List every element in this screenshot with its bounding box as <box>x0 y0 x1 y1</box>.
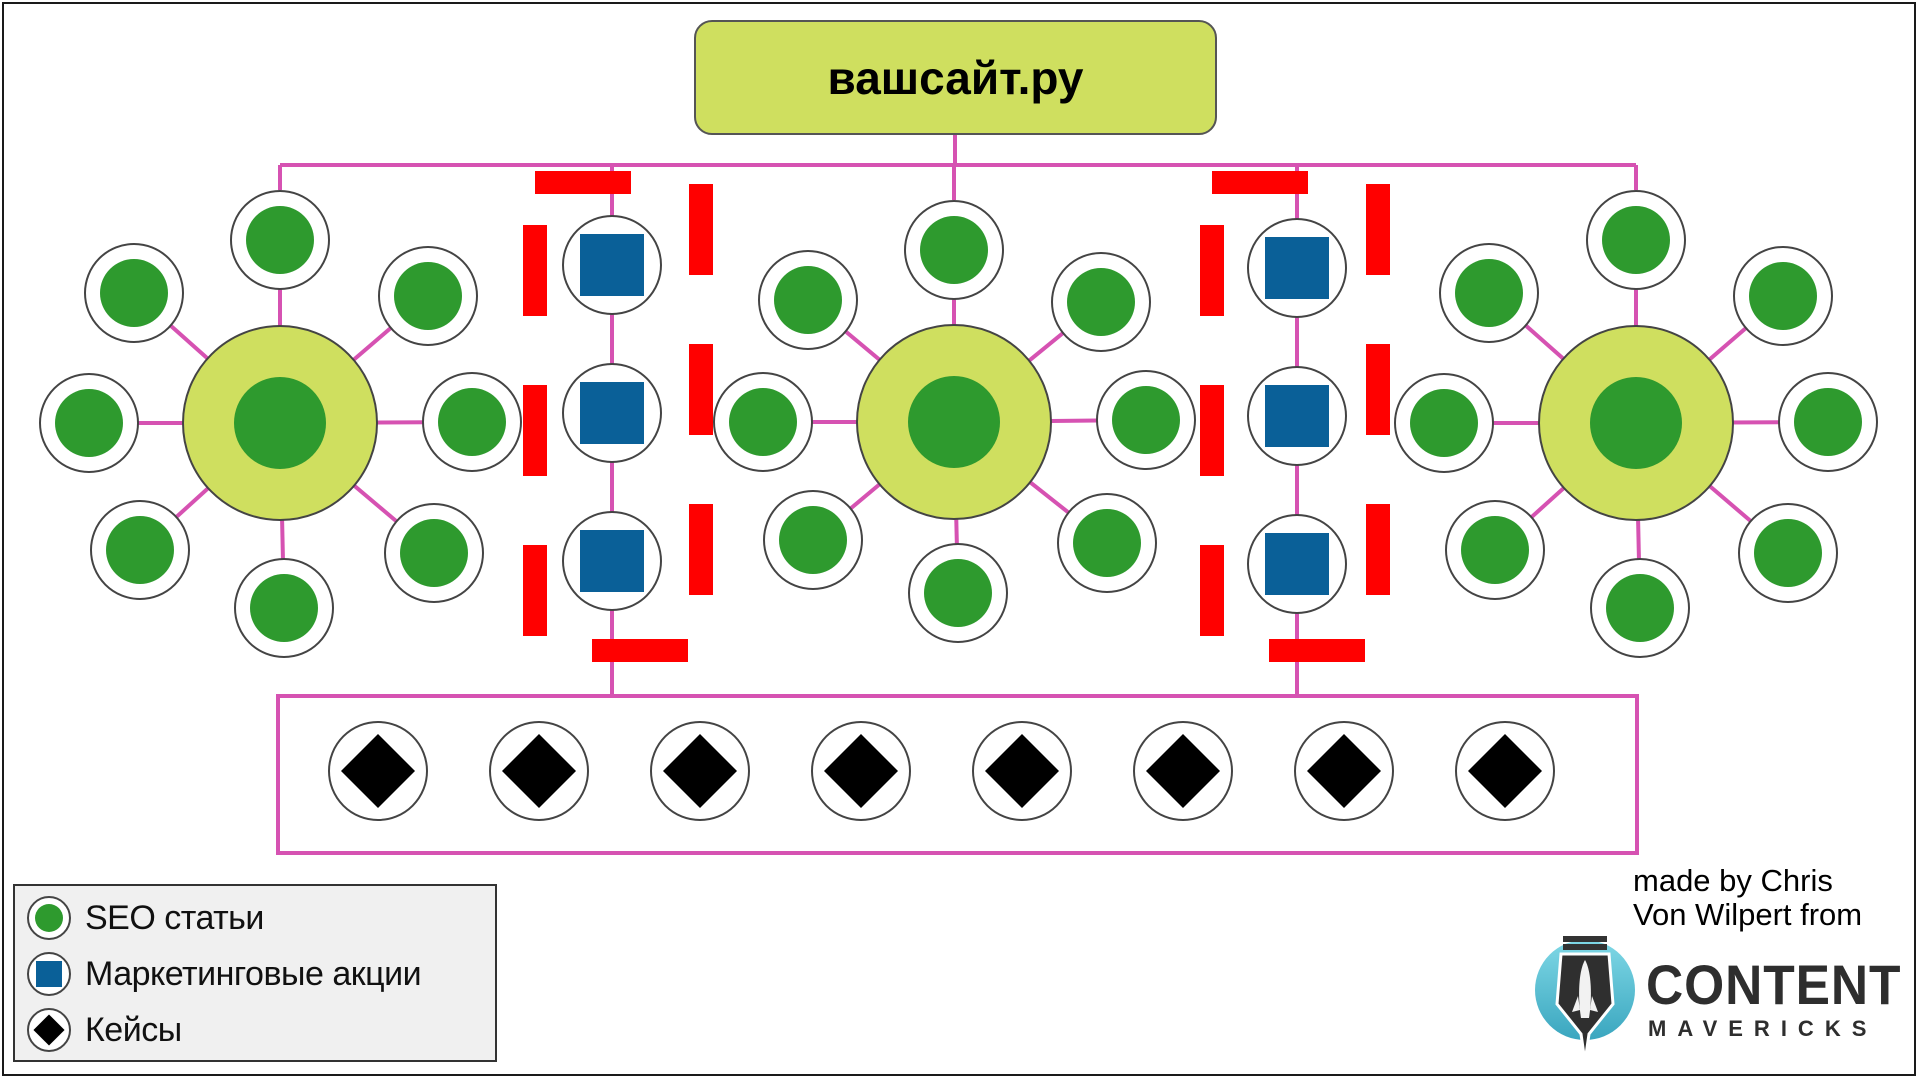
red-dash <box>1269 639 1365 662</box>
red-dash <box>1200 225 1224 316</box>
blue-square-icon <box>1265 533 1329 595</box>
legend: SEO статьи Маркетинговые акции Кейсы <box>13 884 497 1062</box>
credit-line-1: made by Chris <box>1633 863 1833 898</box>
green-circle-icon <box>27 896 71 940</box>
green-circle-icon <box>1754 519 1822 587</box>
red-dash <box>535 171 631 194</box>
black-diamond-icon <box>1307 734 1381 808</box>
black-diamond-icon <box>341 734 415 808</box>
red-dash <box>1366 184 1390 275</box>
cases-container <box>276 694 1639 855</box>
red-dash <box>1200 545 1224 636</box>
green-circle-icon <box>779 506 847 574</box>
green-circle-icon <box>438 388 506 456</box>
fountain-pen-rocket-icon <box>1535 936 1635 1063</box>
site-title: вашсайт.ру <box>827 51 1084 104</box>
red-dash <box>523 545 547 636</box>
green-circle-icon <box>908 376 1000 468</box>
green-circle-icon <box>400 519 468 587</box>
green-circle-icon <box>1112 386 1180 454</box>
site-root-node: вашсайт.ру <box>694 20 1217 135</box>
black-diamond-icon <box>502 734 576 808</box>
green-circle-icon <box>100 259 168 327</box>
black-diamond-icon <box>663 734 737 808</box>
green-circle-icon <box>920 216 988 284</box>
red-dash <box>689 504 713 595</box>
black-diamond-icon <box>1146 734 1220 808</box>
green-circle-icon <box>1590 377 1682 469</box>
red-dash <box>523 225 547 316</box>
legend-item-marketing: Маркетинговые акции <box>27 948 422 1000</box>
green-circle-icon <box>234 377 326 469</box>
legend-item-cases: Кейсы <box>27 1004 182 1056</box>
red-dash <box>592 639 688 662</box>
green-circle-icon <box>774 266 842 334</box>
green-circle-icon <box>1410 389 1478 457</box>
green-circle-icon <box>1073 509 1141 577</box>
credit-line-2: Von Wilpert from <box>1633 897 1863 932</box>
legend-label: SEO статьи <box>85 898 264 937</box>
logo-word-mavericks: MAVERICKS <box>1648 1016 1878 1041</box>
legend-label: Кейсы <box>85 1010 182 1049</box>
red-dash <box>689 184 713 275</box>
green-circle-icon <box>1794 388 1862 456</box>
blue-square-icon <box>580 382 644 444</box>
blue-square-icon <box>580 530 644 592</box>
green-circle-icon <box>250 574 318 642</box>
green-circle-icon <box>1606 574 1674 642</box>
red-dash <box>523 385 547 476</box>
green-circle-icon <box>55 389 123 457</box>
black-diamond-icon <box>824 734 898 808</box>
blue-square-icon <box>27 952 71 996</box>
logo-word-content: CONTENT <box>1646 953 1902 1016</box>
green-circle-icon <box>246 206 314 274</box>
legend-label: Маркетинговые акции <box>85 954 422 993</box>
green-circle-icon <box>1067 268 1135 336</box>
green-circle-icon <box>1455 259 1523 327</box>
blue-square-icon <box>1265 237 1329 299</box>
content-mavericks-logo: CONTENT MAVERICKS <box>1534 934 1904 1064</box>
black-diamond-icon <box>1468 734 1542 808</box>
green-circle-icon <box>1602 206 1670 274</box>
green-circle-icon <box>1461 516 1529 584</box>
green-circle-icon <box>394 262 462 330</box>
black-diamond-icon <box>27 1008 71 1052</box>
red-dash <box>1366 344 1390 435</box>
black-diamond-icon <box>985 734 1059 808</box>
legend-item-seo: SEO статьи <box>27 892 264 944</box>
green-circle-icon <box>106 516 174 584</box>
blue-square-icon <box>1265 385 1329 447</box>
green-circle-icon <box>729 388 797 456</box>
red-dash <box>689 344 713 435</box>
credit-text: made by Chris Von Wilpert from <box>1633 864 1862 932</box>
red-dash <box>1200 385 1224 476</box>
red-dash <box>1366 504 1390 595</box>
green-circle-icon <box>1749 262 1817 330</box>
red-dash <box>1212 171 1308 194</box>
green-circle-icon <box>924 559 992 627</box>
blue-square-icon <box>580 234 644 296</box>
